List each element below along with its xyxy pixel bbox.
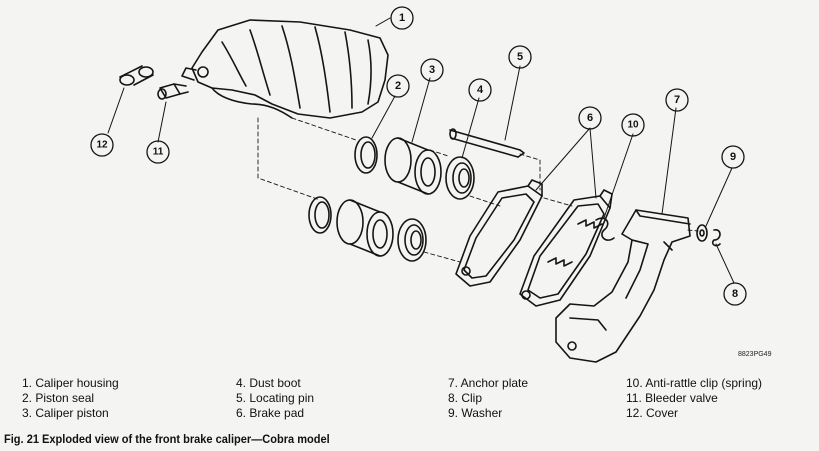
clip-part — [711, 229, 721, 247]
legend-item: 9. Washer — [448, 406, 503, 420]
leader-line-7 — [661, 107, 677, 215]
callout-7: 7 — [674, 94, 680, 106]
callout-2: 2 — [395, 80, 401, 92]
brake-pad-inner-part — [455, 179, 543, 287]
piston-seal-part — [354, 136, 378, 174]
legend-column-2: 4. Dust boot 5. Locating pin 6. Brake pa… — [236, 376, 314, 421]
legend-item: 1. Caliper housing — [22, 376, 119, 390]
callout-circle-3 — [420, 58, 444, 82]
callout-4: 4 — [477, 84, 484, 96]
legend-item: 11. Bleeder valve — [626, 391, 718, 405]
legend-column-1: 1. Caliper housing 2. Piston seal 3. Cal… — [22, 376, 119, 421]
leader-line-12 — [107, 87, 125, 134]
callout-circle-8 — [723, 282, 747, 306]
legend-item: 5. Locating pin — [236, 391, 315, 405]
legend-item: 4. Dust boot — [236, 376, 301, 390]
callout-circle-10 — [621, 113, 645, 137]
legend-item: 2. Piston seal — [22, 391, 95, 405]
leader-line-9 — [705, 167, 733, 227]
dust-boot-part-lower — [397, 218, 427, 262]
callout-circle-5 — [508, 45, 532, 69]
leader-line-11 — [157, 101, 167, 143]
anti-rattle-clip-part — [595, 217, 615, 241]
bleeder-valve-part — [157, 83, 189, 100]
leader-line-8 — [715, 243, 735, 284]
washer-part — [696, 224, 708, 242]
dust-boot-part — [445, 156, 475, 200]
anchor-plate-part — [555, 209, 691, 363]
legend-item: 3. Caliper piston — [22, 406, 109, 420]
callout-10: 10 — [627, 120, 639, 131]
legend-item: 6. Brake pad — [236, 406, 305, 420]
caliper-piston-part-lower — [336, 199, 394, 257]
callout-9: 9 — [730, 151, 736, 163]
locating-pin-part — [449, 128, 525, 158]
leader-line-10 — [603, 133, 634, 219]
brake-pad-outer-part — [519, 189, 613, 307]
legend-column-4: 10. Anti-rattle clip (spring) 11. Bleede… — [626, 376, 762, 421]
leader-line-2 — [371, 95, 396, 139]
callout-6: 6 — [587, 112, 593, 124]
exploded-view-diagram: 1 2 3 4 5 6 7 8 9 10 11 12 8823PG49 — [90, 6, 772, 363]
callout-1: 1 — [399, 12, 405, 24]
legend-item: 8. Clip — [448, 391, 483, 405]
callout-circle-2 — [386, 74, 410, 98]
leader-line-4 — [461, 97, 480, 159]
leader-line-6 — [535, 127, 597, 199]
callout-circle-1 — [390, 6, 414, 30]
legend-item: 10. Anti-rattle clip (spring) — [626, 376, 763, 390]
cover-part — [119, 65, 154, 86]
caliper-housing-part — [181, 19, 389, 119]
leader-line-5 — [504, 65, 521, 141]
callout-circle-7 — [665, 88, 689, 112]
drawing-code: 8823PG49 — [738, 351, 772, 358]
caliper-piston-part — [384, 137, 442, 195]
callout-11: 11 — [153, 147, 164, 158]
callout-circle-6 — [578, 106, 602, 130]
figure-caption: Fig. 21 Exploded view of the front brake… — [4, 432, 330, 446]
callout-circle-4 — [468, 78, 492, 102]
parts-legend: 1. Caliper housing 2. Piston seal 3. Cal… — [0, 372, 819, 432]
piston-seal-part-lower — [308, 196, 332, 234]
leader-line-1 — [375, 17, 391, 27]
callout-8: 8 — [732, 288, 738, 300]
legend-item: 7. Anchor plate — [448, 376, 529, 390]
callout-12: 12 — [96, 140, 108, 151]
callout-circle-9 — [721, 145, 745, 169]
callout-circle-11 — [146, 140, 170, 164]
legend-item: 12. Cover — [626, 406, 679, 420]
leader-line-3 — [411, 77, 431, 143]
callout-circle-12 — [90, 133, 114, 157]
legend-column-3: 7. Anchor plate 8. Clip 9. Washer — [448, 376, 528, 421]
callout-3: 3 — [429, 64, 435, 76]
callout-5: 5 — [517, 51, 523, 63]
